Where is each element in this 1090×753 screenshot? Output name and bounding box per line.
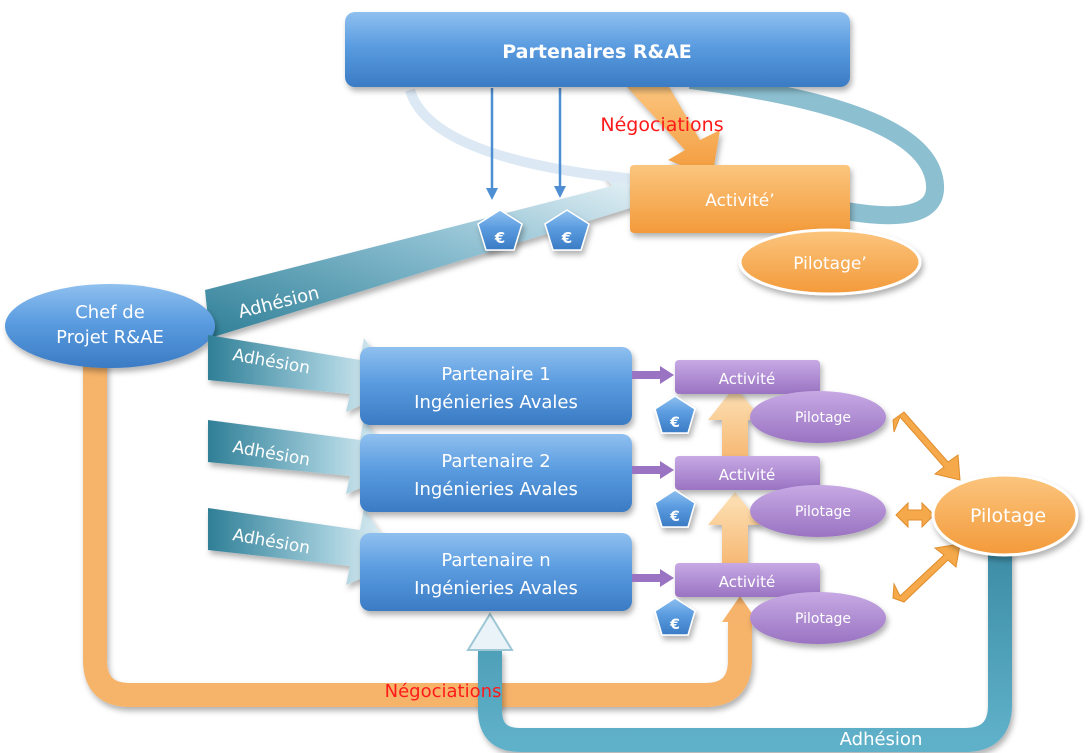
chef-line1: Chef de: [75, 302, 145, 323]
activity-chain-arrows: [708, 386, 762, 565]
adhesion-arrow-3: Adhésion: [208, 508, 400, 585]
partner-n-line2: Ingénieries Avales: [414, 578, 578, 599]
partner-2-line2: Ingénieries Avales: [414, 479, 578, 500]
euro-icon: €: [561, 229, 572, 247]
negotiations-bottom-label: Négociations: [385, 681, 502, 702]
euro-icon: €: [669, 617, 680, 633]
negotiations-top-label: Négociations: [600, 114, 723, 136]
activity-2-label: Activité: [719, 466, 775, 484]
pilotage-prime-ellipse: Pilotage’: [738, 228, 922, 296]
pilotage-link-arrows: [892, 411, 961, 603]
adhesion-top-arrow: [205, 170, 670, 338]
negotiations-top-arrow: [625, 85, 720, 178]
partner-box-n: Partenaire n Ingénieries Avales: [360, 533, 632, 611]
top-loop-arrow: [688, 71, 944, 225]
pilotage-small-n: Pilotage: [750, 592, 886, 644]
adhesion-bottom-label: Adhésion: [840, 729, 923, 750]
pilotage-small-2-label: Pilotage: [795, 504, 851, 520]
partners-flow-arrow: [405, 88, 641, 185]
euro-badge-top-1: €: [477, 209, 523, 251]
partner-box-1: Partenaire 1 Ingénieries Avales: [360, 347, 632, 425]
euro-icon: €: [669, 509, 680, 525]
euro-badge-n: €: [654, 597, 696, 636]
activity-prime-label: Activité’: [705, 191, 774, 211]
negotiation-loop-arrowhead: [722, 596, 758, 622]
adhesion-arrow-2: Adhésion: [208, 418, 400, 494]
partner-n-line1: Partenaire n: [441, 550, 550, 571]
pilotage-main-ellipse: Pilotage: [931, 473, 1079, 557]
activity-1-label: Activité: [719, 370, 775, 388]
top-partners-box: Partenaires R&AE: [345, 12, 850, 87]
partner-1-line1: Partenaire 1: [441, 364, 550, 385]
euro-icon: €: [494, 229, 505, 247]
euro-badge-top-2: €: [544, 209, 590, 251]
funding-arrow-1-head: [486, 188, 498, 200]
pilotage-small-1: Pilotage: [750, 391, 886, 443]
adhesion-bottom-arrow: [478, 550, 1012, 752]
activity-box-n: Activité: [675, 563, 820, 597]
partner-to-activity-arrows: [632, 366, 674, 587]
partner-1-line2: Ingénieries Avales: [414, 392, 578, 413]
negotiation-loop-arrow: [83, 360, 752, 707]
activity-prime-box: Activité’: [630, 165, 850, 233]
euro-icon: €: [669, 415, 680, 431]
partner-2-line1: Partenaire 2: [441, 451, 550, 472]
pilotage-prime-label: Pilotage’: [793, 254, 866, 274]
chef-de-projet-ellipse: Chef de Projet R&AE: [5, 284, 215, 368]
euro-badge-1: €: [654, 395, 696, 434]
pilotage-small-1-label: Pilotage: [795, 410, 851, 426]
pilotage-small-n-label: Pilotage: [795, 611, 851, 627]
activity-n-label: Activité: [719, 573, 775, 591]
euro-badge-2: €: [654, 489, 696, 528]
funding-arrow-2-head: [554, 186, 566, 198]
partner-box-2: Partenaire 2 Ingénieries Avales: [360, 434, 632, 512]
pilotage-main-label: Pilotage: [970, 505, 1046, 527]
pilotage-small-2: Pilotage: [750, 485, 886, 537]
top-partners-label: Partenaires R&AE: [502, 41, 692, 63]
adhesion-arrow-1: Adhésion: [208, 335, 400, 412]
activity-box-2: Activité: [675, 456, 820, 490]
chef-line2: Projet R&AE: [56, 327, 164, 348]
activity-box-1: Activité: [675, 360, 820, 394]
adhesion-bottom-arrowhead: [466, 612, 514, 651]
